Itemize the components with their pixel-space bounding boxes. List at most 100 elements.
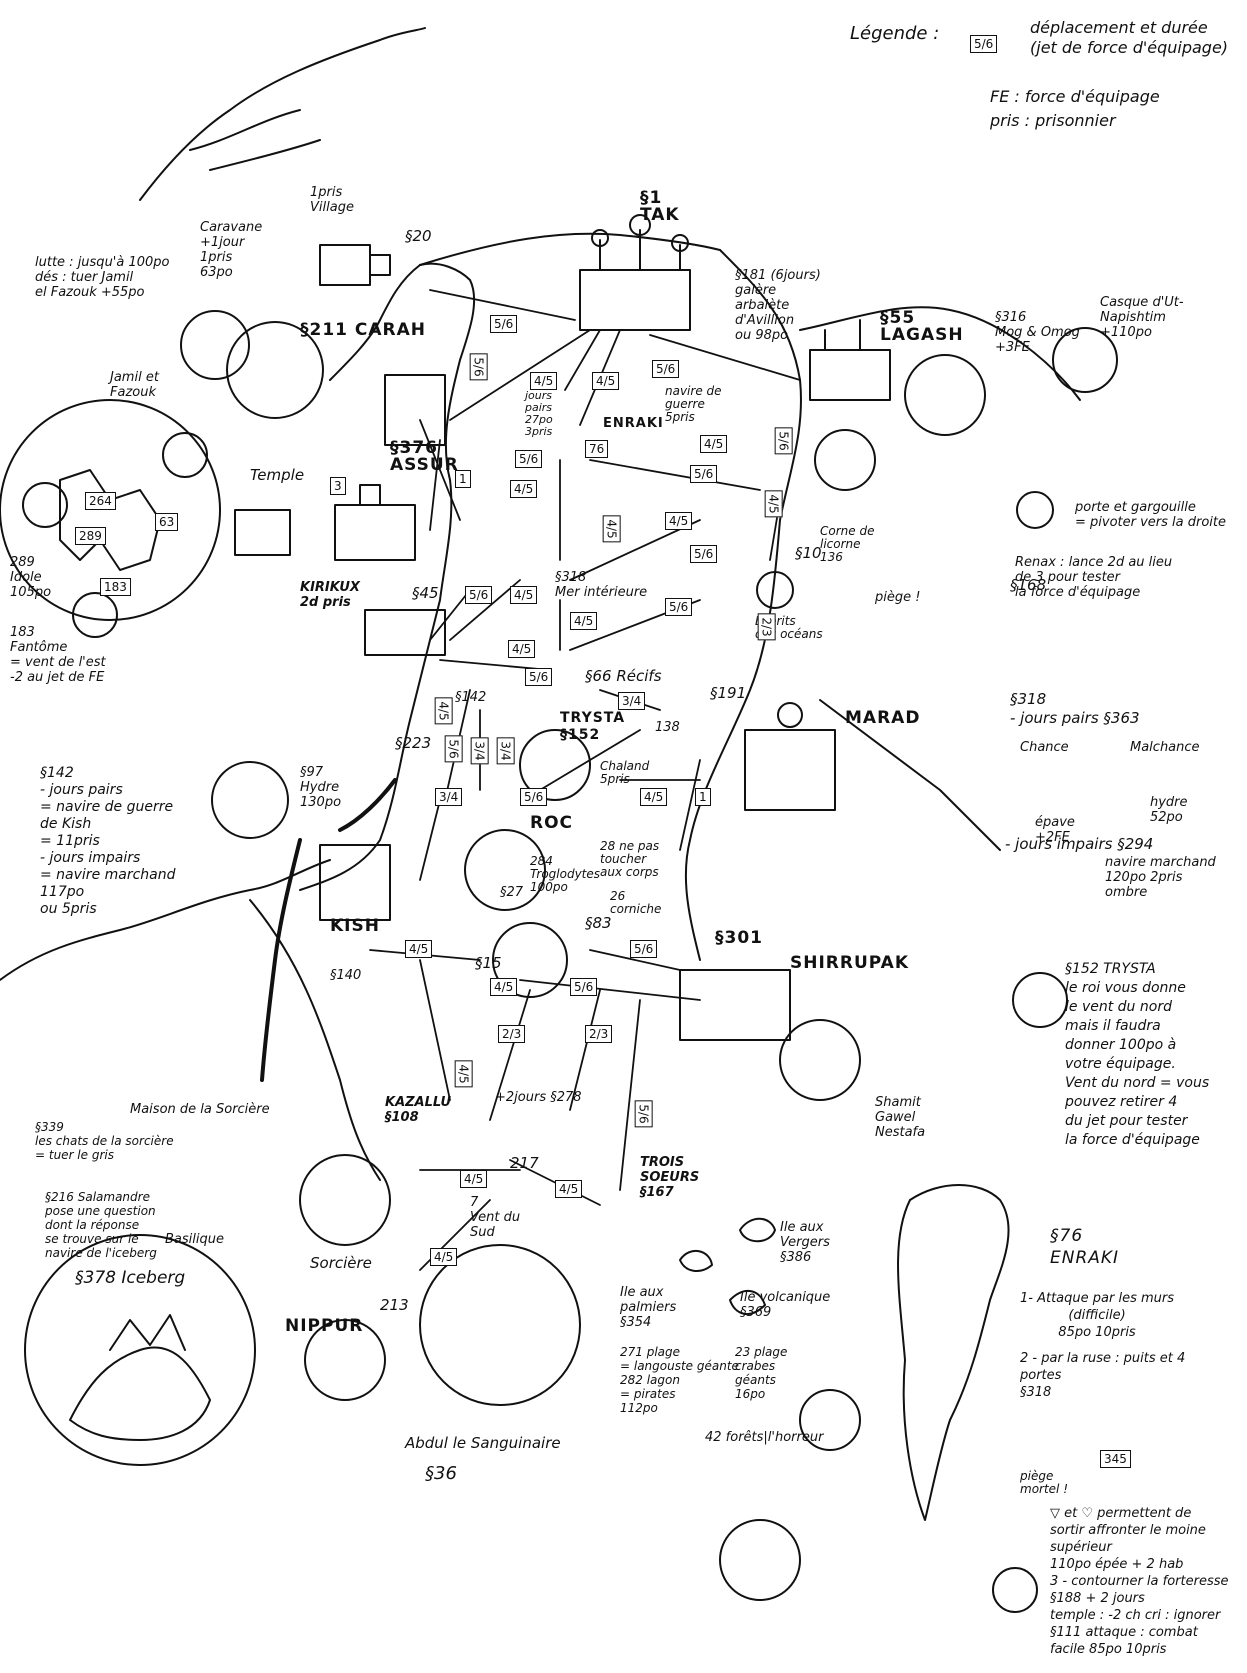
portrait-carah xyxy=(226,321,324,419)
coastline-west xyxy=(299,262,476,891)
label-corne: Corne de licorne 136 xyxy=(820,524,875,564)
note-enraki-345: 345 xyxy=(1100,1450,1131,1468)
labyrinth-walls xyxy=(59,469,161,571)
note-chance: Chance xyxy=(1020,740,1069,755)
label-mer: §318 Mer intérieure xyxy=(555,570,648,600)
route-box: 4/5 xyxy=(510,586,538,604)
label-ref191: §191 xyxy=(710,684,747,702)
label-ref83: §83 xyxy=(585,914,612,932)
note-impairs: - jours impairs §294 xyxy=(1005,835,1154,853)
route-box: 3/4 xyxy=(496,737,515,765)
route-box: 2/3 xyxy=(757,613,776,641)
note-malchance: Malchance xyxy=(1130,740,1200,755)
route-box: 5/6 xyxy=(634,1100,653,1128)
label-nepas: 28 ne pas toucher aux corps xyxy=(600,839,660,879)
island-volcanique xyxy=(729,1290,766,1315)
legend-pris: pris : prisonnier xyxy=(990,111,1116,130)
label-nippur: NIPPUR xyxy=(285,1316,364,1336)
label-mog: §316 Mog & Omog +3FE xyxy=(995,310,1080,355)
label-casque: Casque d'Ut-Napishtim +110po xyxy=(1100,295,1184,340)
label-maison: Maison de la Sorcière xyxy=(130,1102,270,1117)
note-enraki-2: 2 - par la ruse : puits et 4 portes §318 xyxy=(1020,1351,1186,1400)
city-carah xyxy=(384,374,446,446)
label-caravane: Caravane +1jour 1pris 63po xyxy=(200,220,263,280)
label-ref138: 138 xyxy=(655,720,680,735)
city-kish xyxy=(319,844,391,921)
label-galere: §181 (6jours) galère arbalète d'Avillion… xyxy=(735,268,821,343)
route-box: 5/6 xyxy=(652,360,680,378)
route-box: 4/5 xyxy=(510,480,538,498)
route-box: 2/3 xyxy=(585,1025,613,1043)
route-box: 3/4 xyxy=(618,692,646,710)
route-box: 5/6 xyxy=(630,940,658,958)
kish-wall-2 xyxy=(338,778,397,832)
label-enraki: ENRAKI xyxy=(603,416,664,431)
route-box: 1 xyxy=(455,470,471,488)
label-chaland: Chaland 5pris xyxy=(600,759,650,786)
inset-num-63: 63 xyxy=(155,513,179,531)
city-kirikux xyxy=(364,609,446,656)
legend-title: Légende : xyxy=(850,23,940,44)
label-ref140: §140 xyxy=(330,968,362,983)
city-lagash xyxy=(809,319,891,401)
label-ref15: §15 xyxy=(475,954,502,972)
route-box: 4/5 xyxy=(700,435,728,453)
label-assur: §376 ASSUR xyxy=(390,438,459,475)
route-box: 4/5 xyxy=(640,788,668,806)
portrait-casque xyxy=(1052,327,1118,393)
route-box: 4/5 xyxy=(460,1170,488,1188)
city-marad xyxy=(744,702,836,811)
portrait-jamil xyxy=(180,310,250,380)
route-box: 5/6 xyxy=(690,465,718,483)
label-ref27: §27 xyxy=(500,885,524,900)
label-jamil: Jamil et Fazouk xyxy=(110,370,159,400)
route-box: 4/5 xyxy=(508,640,536,658)
portrait-moine xyxy=(992,1567,1038,1613)
note-152: §152 TRYSTA le roi vous donne le vent du… xyxy=(1065,961,1210,1148)
label-renax-ref: §168 xyxy=(1010,576,1047,594)
legend-box-text: déplacement et durée (jet de force d'équ… xyxy=(1030,18,1229,57)
portrait-nippur xyxy=(304,1319,386,1401)
route-box: 4/5 xyxy=(602,515,621,543)
route-box: 2/3 xyxy=(498,1025,526,1043)
portrait-crabes xyxy=(799,1389,861,1451)
label-enraki-num: 76 xyxy=(585,440,609,458)
label-piege: piège ! xyxy=(875,590,921,605)
label-lagash: §55 LAGASH xyxy=(880,308,964,345)
label-carah: §211 CARAH xyxy=(300,320,427,340)
label-kirikux: KIRIKUX 2d pris xyxy=(300,580,360,610)
inset-num-289: 289 xyxy=(75,527,106,545)
route-box: 4/5 xyxy=(490,978,518,996)
label-fantome: 183 Fantôme = vent de l'est -2 au jet de… xyxy=(10,625,106,685)
label-ref223: §223 xyxy=(395,734,432,752)
label-lutte: lutte : jusqu'à 100po dés : tuer Jamil e… xyxy=(35,255,170,300)
labyrinth-circle xyxy=(0,399,221,621)
label-ref36: §36 xyxy=(425,1463,457,1484)
iceberg-drawing xyxy=(69,1314,211,1441)
label-crabes: 23 plage crabes géants 16po xyxy=(735,1345,788,1401)
label-ref217: 217 xyxy=(510,1154,539,1172)
route-box: 4/5 xyxy=(665,512,693,530)
route-box: 4/5 xyxy=(434,697,453,725)
city-tak xyxy=(579,214,691,331)
portrait-idole xyxy=(22,482,68,528)
label-roc: ROC xyxy=(530,813,574,833)
label-idole: 289 Idole 105po xyxy=(10,555,52,600)
island-palmiers xyxy=(679,1250,713,1272)
enraki-island xyxy=(897,1184,1010,1521)
label-kazallu: KAZALLU §108 xyxy=(385,1095,452,1125)
inset-num-264: 264 xyxy=(85,492,116,510)
portrait-temple xyxy=(162,432,208,478)
route-box: 4/5 xyxy=(764,490,783,518)
route-box: 3 xyxy=(330,477,346,495)
legend-fe: FE : force d'équipage xyxy=(990,87,1160,106)
label-ref213: 213 xyxy=(380,1296,409,1314)
route-box: 5/6 xyxy=(520,788,548,806)
note-hydre52: hydre 52po xyxy=(1150,795,1188,825)
route-box: 4/5 xyxy=(454,1060,473,1088)
note-epave: épave +2FE xyxy=(1035,815,1075,845)
portrait-trysta xyxy=(519,729,591,801)
iceberg-circle xyxy=(24,1234,256,1466)
route-box: 3/4 xyxy=(470,737,489,765)
